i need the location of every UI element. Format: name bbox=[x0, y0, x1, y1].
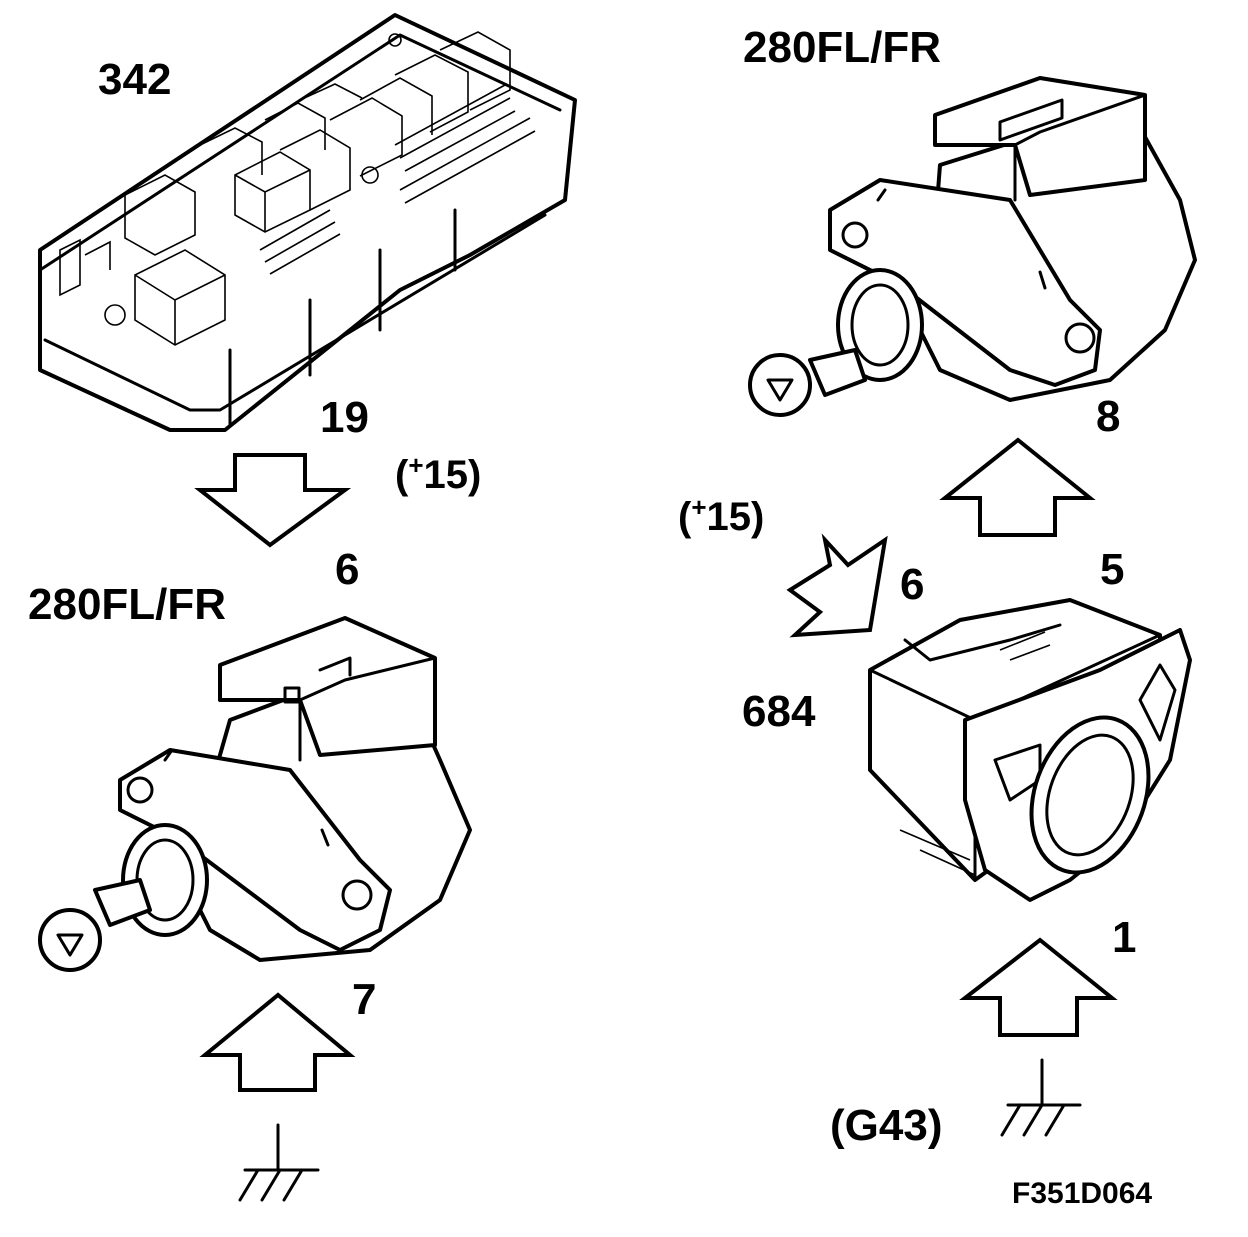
relay-box-pin-19: 19 bbox=[320, 393, 369, 442]
switch-pin-6: 6 bbox=[900, 560, 925, 609]
arrow-up-switch-to-actuator bbox=[939, 437, 1096, 537]
switch-number: 684 bbox=[742, 687, 816, 736]
ground-symbol-left bbox=[238, 1123, 320, 1202]
left-actuator-drawing bbox=[38, 616, 472, 972]
figure-id: F351D064 bbox=[1012, 1177, 1153, 1210]
arrow-up-ground-switch bbox=[959, 937, 1118, 1037]
relay-box-number: 342 bbox=[98, 55, 172, 104]
arrow-down-relay-to-actuator bbox=[194, 453, 352, 548]
switch-pin-5: 5 bbox=[1100, 545, 1125, 594]
arrow-diagonal-supply-to-switch bbox=[786, 533, 888, 638]
right-actuator-drawing bbox=[748, 76, 1197, 417]
supply-label-right: (+15) bbox=[678, 492, 765, 539]
right-actuator-number: 280FL/FR bbox=[743, 23, 942, 72]
switch-pin-1: 1 bbox=[1112, 913, 1137, 962]
right-actuator-pin-8: 8 bbox=[1096, 392, 1121, 441]
left-actuator-pin-7: 7 bbox=[352, 975, 377, 1024]
ground-symbol-right bbox=[1000, 1058, 1082, 1137]
fuse-relay-box-drawing bbox=[38, 13, 577, 432]
left-actuator-pin-6: 6 bbox=[335, 545, 360, 594]
left-actuator-number: 280FL/FR bbox=[28, 580, 227, 629]
arrow-up-ground-left bbox=[199, 992, 356, 1092]
ground-point-label: (G43) bbox=[830, 1101, 943, 1150]
switch-drawing bbox=[868, 598, 1192, 902]
supply-label-left: (+15) bbox=[395, 450, 482, 497]
